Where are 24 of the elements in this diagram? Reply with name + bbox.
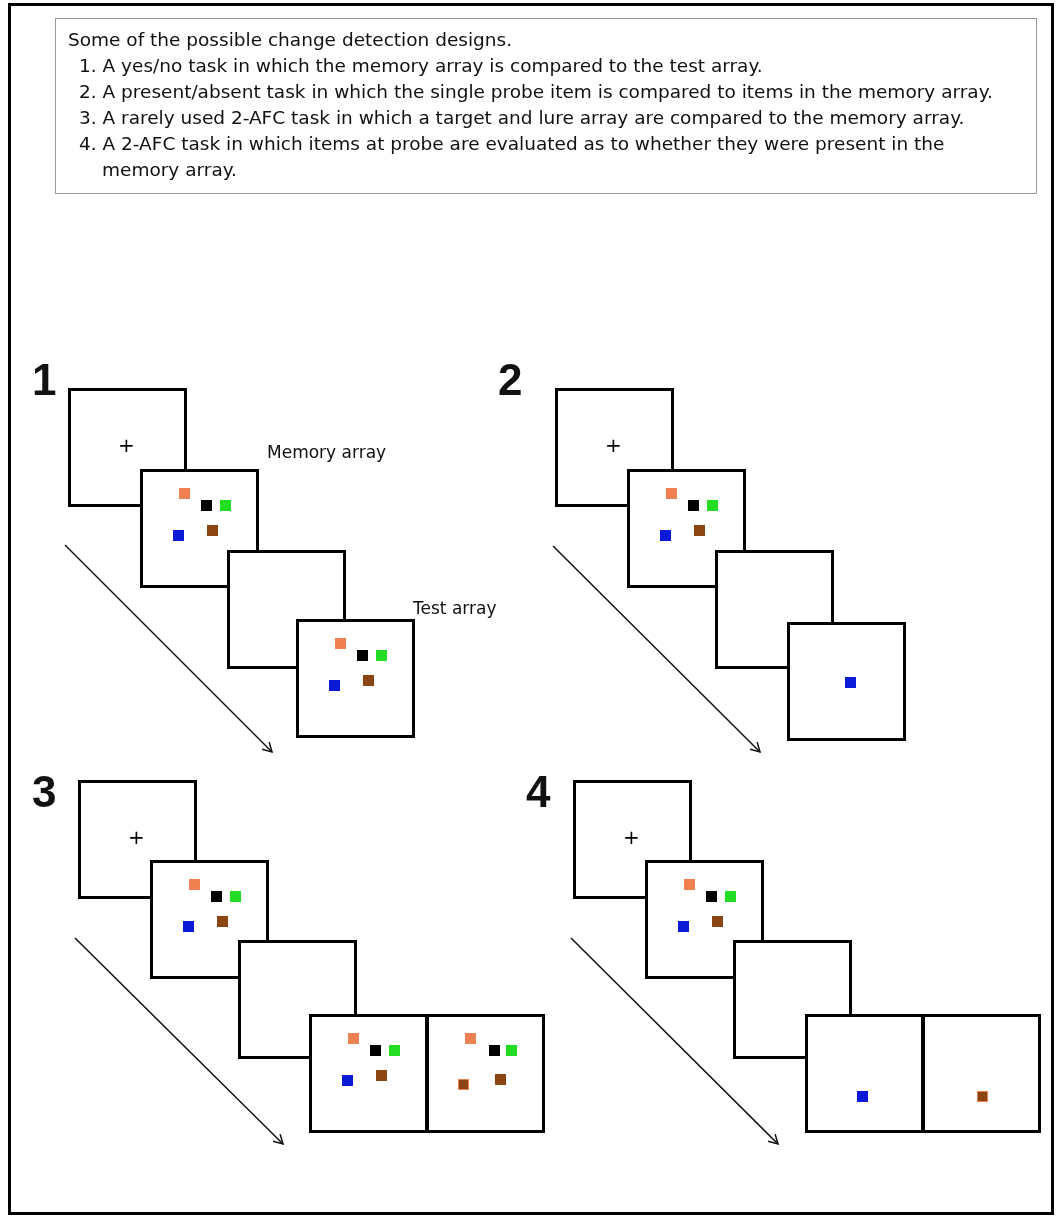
list-item: 4. A 2-AFC task in which items at probe are evaluated as to whether they were present in the memory array. <box>78 132 946 182</box>
list-item: 1. A yes/no task in which the memory array is compared to the test array. <box>78 54 764 78</box>
display-screen <box>627 469 746 588</box>
fixation-cross: + <box>128 827 145 847</box>
panel-heading: Some of the possible change detection designs. <box>68 28 514 52</box>
display-screen <box>309 1014 428 1133</box>
display-screen <box>922 1014 1041 1133</box>
display-screen <box>805 1014 924 1133</box>
list-item: 3. A rarely used 2-AFC task in which a target and lure array are compared to the memory array. <box>78 106 966 130</box>
screen-caption: Memory array <box>267 442 387 462</box>
fixation-cross: + <box>118 435 135 455</box>
fixation-cross: + <box>605 435 622 455</box>
panel-number: 4 <box>526 770 551 814</box>
panel-number: 2 <box>498 358 523 402</box>
list-item: 2. A present/absent task in which the single probe item is compared to items in the memory array. <box>78 80 994 104</box>
screen-caption: Test array <box>413 598 497 618</box>
panel-number: 1 <box>32 358 57 402</box>
display-screen <box>787 622 906 741</box>
display-screen <box>426 1014 545 1133</box>
display-screen <box>645 860 764 979</box>
fixation-cross: + <box>623 827 640 847</box>
description-panel <box>55 18 1037 194</box>
panel-number: 3 <box>32 770 57 814</box>
display-screen <box>150 860 269 979</box>
